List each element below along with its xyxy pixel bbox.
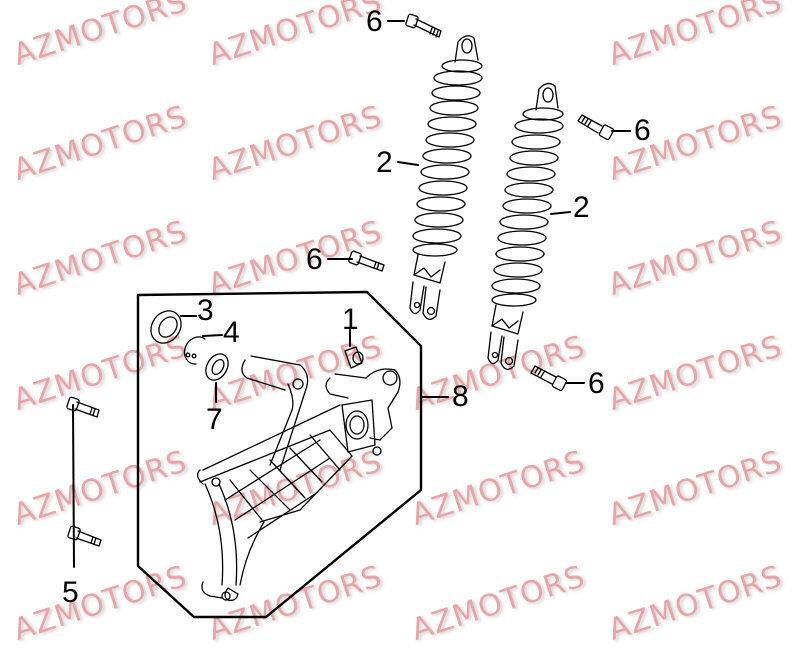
callout-2-left-shock: 2 (376, 146, 393, 179)
bolt-5-lower (67, 525, 102, 547)
bearing-7 (205, 353, 229, 381)
callout-3-seal: 3 (197, 294, 214, 327)
shock-absorber-right (487, 82, 564, 370)
callout-1-bushing: 1 (342, 303, 359, 336)
callout-6-middle-bolt: 6 (306, 243, 323, 276)
assembly-frame-outline (136, 290, 423, 619)
callout-8-bracket-assembly: 8 (452, 380, 469, 413)
bolt-6-top (405, 13, 442, 38)
seal-3 (150, 310, 182, 344)
callout-2-right-shock: 2 (573, 191, 590, 224)
shock-absorber-left (409, 35, 483, 320)
bushing-1 (344, 346, 364, 369)
bolt-6-right-lower (530, 365, 568, 392)
callout-6-top-bolt: 6 (366, 5, 383, 38)
callout-6-right-upper-bolt: 6 (634, 114, 651, 147)
bolt-6-right-upper (577, 114, 615, 141)
callout-7-bearing: 7 (206, 403, 223, 436)
circlip-4 (183, 336, 206, 365)
callout-4-circlip: 4 (223, 316, 240, 349)
callout-5-bolts: 5 (62, 576, 79, 609)
bolt-5-upper (66, 396, 100, 418)
callout-6-right-lower-bolt: 6 (588, 367, 605, 400)
swingarm-bracket-8 (196, 355, 401, 602)
bolt-6-middle (348, 250, 385, 272)
